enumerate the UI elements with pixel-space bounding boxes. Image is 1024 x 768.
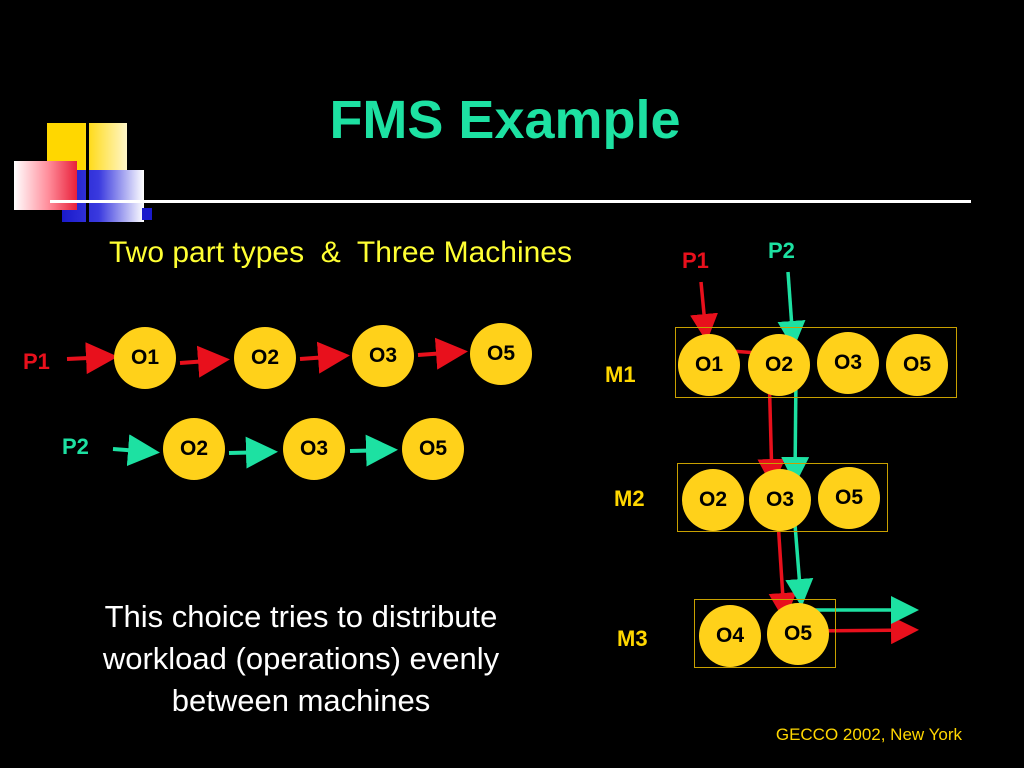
machine-m2-label: M2 [614, 486, 645, 511]
p1-op-node: O2 [234, 327, 296, 389]
machine-m3-box [694, 599, 836, 668]
p1-label: P1 [23, 349, 50, 374]
p1-op-node: O1 [114, 327, 176, 389]
p1-op-node: O3 [352, 325, 414, 387]
logo-blue-fragment [142, 208, 152, 220]
m2-op-node: O3 [749, 469, 811, 531]
m-p1-arrow-in [690, 281, 718, 342]
machine-m1-box [675, 327, 957, 398]
title-underline [50, 200, 971, 203]
p1-arrow-o1-o2 [179, 345, 230, 378]
p2-arrow-start [112, 434, 160, 467]
m1-op-node: O5 [886, 334, 948, 396]
p1-op-node: O5 [470, 323, 532, 385]
m2-op-node: O2 [682, 469, 744, 531]
p2-arrow-o2-o3 [228, 436, 278, 469]
p2-op-node: O2 [163, 418, 225, 480]
machine-view-p1-label: P1 [682, 248, 709, 273]
m1-op-node: O1 [678, 334, 740, 396]
slide-title: FMS Example [329, 90, 681, 150]
m3-op-node: O5 [767, 603, 829, 665]
m-p2-arrow-in [777, 271, 806, 349]
m3-op-node: O4 [699, 605, 761, 667]
machine-m2-box [677, 463, 888, 532]
m2-op-node: O5 [818, 467, 880, 529]
p1-arrow-o3-o5 [417, 337, 468, 370]
slide-description: This choice tries to distribute workload… [102, 599, 500, 718]
p2-op-node: O5 [402, 418, 464, 480]
p1-arrow-start [66, 342, 118, 375]
logo-vertical-line [86, 108, 89, 226]
machine-m1-label: M1 [605, 362, 636, 387]
p2-op-node: O3 [283, 418, 345, 480]
machine-m3-label: M3 [617, 626, 648, 651]
m-p1-arrow-m2-m3 [768, 520, 797, 621]
p2-arrow-o3-o5 [349, 434, 398, 467]
m1-op-node: O2 [748, 334, 810, 396]
slide-subtitle: Two part types & Three Machines [109, 236, 572, 269]
slide-footer: GECCO 2002, New York [775, 725, 962, 744]
machine-view-p2-label: P2 [768, 238, 795, 263]
p2-label: P2 [62, 434, 89, 459]
p1-arrow-o2-o3 [299, 341, 350, 374]
m1-op-node: O3 [817, 332, 879, 394]
